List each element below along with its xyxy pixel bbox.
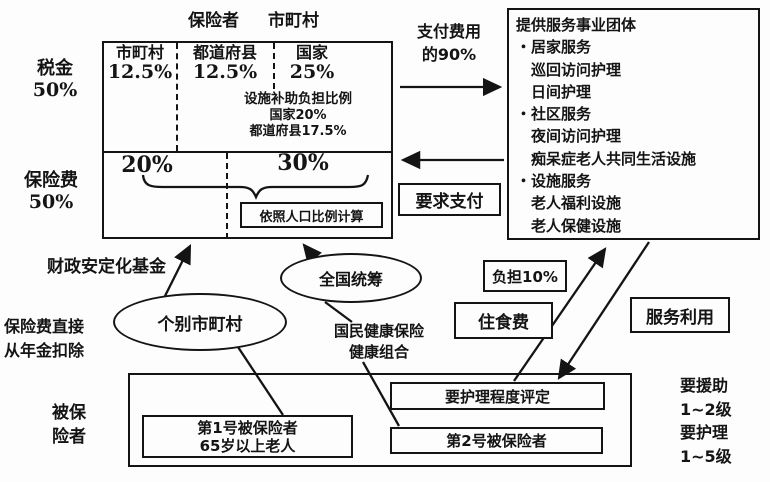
funding-col-prefecture: 都道府县 12.5% [192, 43, 258, 84]
provider-item: ・社区服务 [509, 103, 696, 125]
bullet-icon: ・ [516, 38, 532, 57]
provider-item: 痴呆症老人共同生活设施 [531, 149, 697, 168]
funding-box-divider [102, 151, 393, 153]
provider-box: 提供服务事业团体 ・居家服务 巡回访问护理 日间护理 ・社区服务 夜间访问护理 … [507, 8, 760, 240]
insurer-title: 保险者 [188, 11, 239, 31]
line-pooling-to-nhi [324, 301, 353, 323]
line-nhi-to-no2 [361, 361, 401, 427]
provider-item: 巡回访问护理 [531, 60, 622, 79]
population-ratio-box: 依照人口比例计算 [240, 202, 383, 228]
arrow-room-board-up [513, 247, 607, 382]
insured-no2-box: 第2号被保险者 [390, 427, 603, 454]
funding-box [102, 41, 393, 239]
dashed-divider-col2 [273, 43, 275, 89]
premium-label: 保险费 50% [24, 170, 78, 213]
facility-subsidy-note: 设施补助负担比例 国家20% 都道府县17.5% [244, 91, 352, 139]
provider-item: 夜间访问护理 [531, 127, 622, 146]
care-assessment-box: 要护理程度评定 [390, 382, 605, 410]
bullet-icon: ・ [516, 172, 532, 191]
bullet-icon: ・ [516, 105, 532, 124]
dashed-divider-premium [226, 153, 228, 239]
room-board-box: 住食费 [454, 302, 553, 339]
stabilization-fund-label: 财政安定化基金 [47, 257, 166, 277]
pension-deduction-label: 保险费直接 从年金扣除 [4, 317, 85, 360]
service-use-box: 服务利用 [630, 297, 730, 333]
funding-col-municipality: 市町村 12.5% [107, 43, 173, 84]
dashed-divider-col1 [176, 43, 178, 151]
insured-label: 被保 险者 [52, 403, 86, 447]
provider-item: ・设施服务 [509, 170, 696, 192]
burden-10pct-box: 负担10% [483, 260, 567, 292]
arrow-national-pooling [302, 243, 322, 265]
municipality-title: 市町村 [268, 11, 319, 31]
provider-item: ・居家服务 [509, 36, 696, 58]
insured-no1-box: 第1号被保险者 65岁以上老人 [142, 415, 353, 458]
provider-item: 日间护理 [531, 82, 592, 101]
provider-item: 老人福利设施 [531, 194, 622, 213]
arrow-service-use-down [557, 241, 650, 380]
individual-municipality-ellipse: 个别市町村 [113, 293, 287, 351]
provider-title: 提供服务事业团体 [516, 16, 637, 34]
nhi-label: 国民健康保险 健康组合 [333, 322, 424, 361]
premium-30pct: 30% [277, 150, 329, 176]
premium-20pct: 20% [121, 152, 173, 178]
pay-90pct-label: 支付费用 的90% [416, 22, 481, 64]
underbrace-premium [141, 174, 370, 200]
care-levels-label: 要援助 1~2级 要护理 1~5级 [680, 376, 732, 466]
funding-col-nation: 国家 25% [289, 43, 335, 84]
provider-item: 老人保健设施 [531, 216, 622, 235]
national-pooling-ellipse: 全国统筹 [280, 253, 422, 303]
insured-box [128, 373, 632, 467]
tax-label: 税金 50% [32, 58, 78, 101]
request-payment-box: 要求支付 [398, 183, 501, 216]
arrow-stabilization-fund [163, 243, 192, 297]
line-municipality-to-no1 [235, 343, 284, 416]
